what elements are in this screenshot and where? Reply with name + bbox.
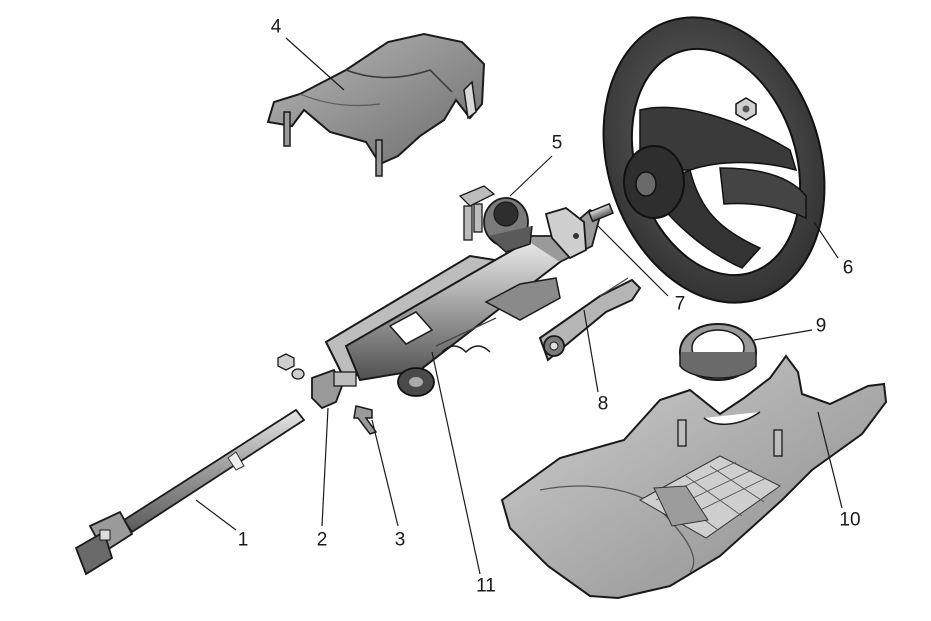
callout-10: 10 [839,509,861,531]
callout-7: 7 [674,293,686,315]
intermediate-shaft [74,408,306,576]
callout-5: 5 [551,132,563,154]
contact-ring [679,323,757,381]
callout-1: 1 [237,529,249,551]
adjust-lever [538,277,642,362]
callout-11: 11 [476,575,496,597]
fasteners [277,353,378,435]
upper-bearing-bracket [544,202,614,260]
callout-6: 6 [842,257,854,279]
steering-wheel [602,16,826,304]
leader-lines [195,37,843,575]
callout-2: 2 [316,529,328,551]
lower-shroud [500,354,888,600]
callout-8: 8 [597,393,609,415]
upper-shroud [266,32,486,177]
ignition-lock [458,185,533,253]
callout-9: 9 [815,315,827,337]
callout-4: 4 [270,16,282,38]
callout-3: 3 [394,529,406,551]
